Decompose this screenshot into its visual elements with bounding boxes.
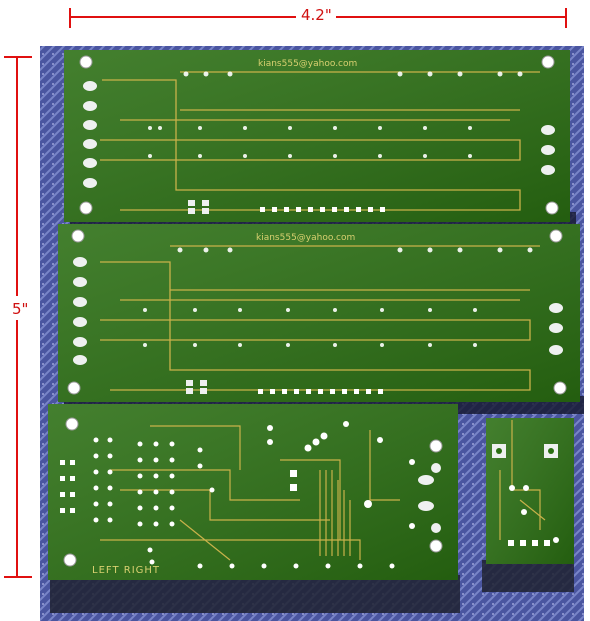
top-board-email-text: kians555@yahoo.com [258,59,357,69]
bottom-board-shadow [50,575,460,613]
bottom-board-label-text: LEFT RIGHT [92,565,160,576]
width-dimension-label: 4.2" [298,6,335,24]
bottom-right-pcb-board [486,418,574,564]
middle-board-email-text: kians555@yahoo.com [256,233,355,243]
height-dimension-line [4,56,32,578]
width-dimension-line [69,8,567,28]
height-dimension-label: 5" [12,298,29,320]
top-pcb-board: kians555@yahoo.com [64,50,570,222]
bottom-left-pcb-board: LEFT RIGHT [48,404,458,580]
middle-pcb-board: kians555@yahoo.com [58,224,580,402]
